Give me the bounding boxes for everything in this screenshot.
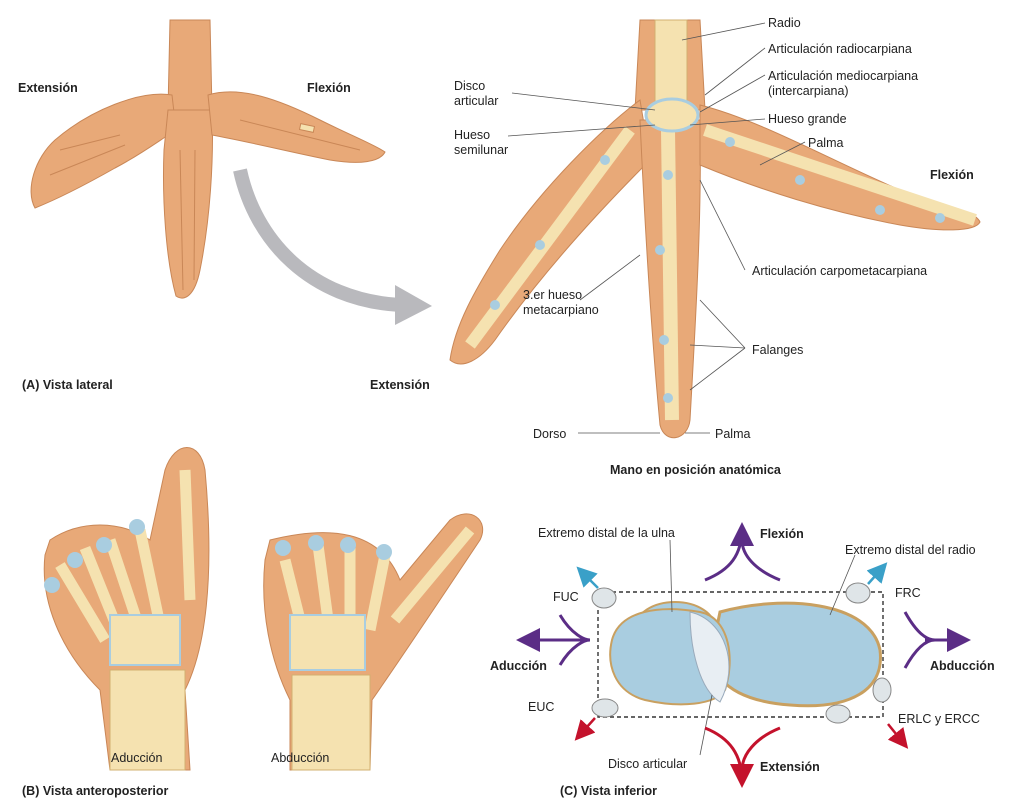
midcarpal-joint-label: Articulación mediocarpiana <box>768 69 918 83</box>
articular-disc-label: Disco articular <box>608 757 687 771</box>
frc-tendon <box>846 583 870 603</box>
phalanges-label: Falanges <box>752 343 803 357</box>
distal-ulna-label: Extremo distal de la ulna <box>538 526 675 540</box>
abduction-hand <box>264 514 483 770</box>
panel-a-caption: (A) Vista lateral <box>22 378 113 392</box>
abduction-hand-label: Abducción <box>271 751 329 765</box>
panel-c-caption: (C) Vista inferior <box>560 784 657 798</box>
euc-label: EUC <box>528 700 554 714</box>
frc-label: FRC <box>895 586 921 600</box>
panel-a-extension-label: Extensión <box>18 81 78 95</box>
fuc-label: FUC <box>553 590 579 604</box>
ercc-tendon <box>826 705 850 723</box>
lateral-hand-illustration <box>31 20 385 298</box>
intercarpal-label: (intercarpiana) <box>768 84 849 98</box>
palm-bottom-label: Palma <box>715 427 750 441</box>
disc-label-line1: Disco <box>454 79 485 93</box>
adduction-hand <box>44 448 209 771</box>
extended-hand <box>31 94 176 208</box>
panel-a-flexion-label: Flexión <box>307 81 351 95</box>
euc-tendon <box>592 699 618 717</box>
adduction-hand-label: Aducción <box>111 751 162 765</box>
radio-label: Radio <box>768 16 801 30</box>
erlc-ercc-label: ERLC y ERCC <box>898 712 980 726</box>
disc-label-line2: articular <box>454 94 498 108</box>
dorsum-label: Dorso <box>533 427 566 441</box>
curved-arrow <box>240 170 400 305</box>
fuc-tendon <box>592 588 616 608</box>
panel-c-adduction-label: Aducción <box>490 659 547 673</box>
lunate-label-line1: Hueso <box>454 128 490 142</box>
panel-c-abduction-label: Abducción <box>930 659 995 673</box>
distal-radius-label: Extremo distal del radio <box>845 543 976 557</box>
curved-arrowhead <box>395 285 432 325</box>
carpometacarpal-joint-label: Articulación carpometacarpiana <box>752 264 927 278</box>
panel-c-flexion-label: Flexión <box>760 527 804 541</box>
radiocarpal-joint-label: Articulación radiocarpiana <box>768 42 912 56</box>
erlc-tendon <box>873 678 891 702</box>
detail-caption: Mano en posición anatómica <box>610 463 781 477</box>
third-metacarpal-label-line1: 3.er hueso <box>523 288 582 302</box>
panel-c-extension-label: Extensión <box>760 760 820 774</box>
distal-radius <box>710 603 880 706</box>
detail-flexion-label: Flexión <box>930 168 974 182</box>
inferior-view-diagram <box>592 540 891 755</box>
palm-top-label: Palma <box>808 136 843 150</box>
lunate-label-line2: semilunar <box>454 143 508 157</box>
detail-extension-label: Extensión <box>370 378 430 392</box>
capitate-label: Hueso grande <box>768 112 847 126</box>
third-metacarpal-label-line2: metacarpiano <box>523 303 599 317</box>
panel-b-caption: (B) Vista anteroposterior <box>22 784 168 798</box>
flexed-hand <box>208 92 385 163</box>
neutral-hand <box>164 110 213 298</box>
